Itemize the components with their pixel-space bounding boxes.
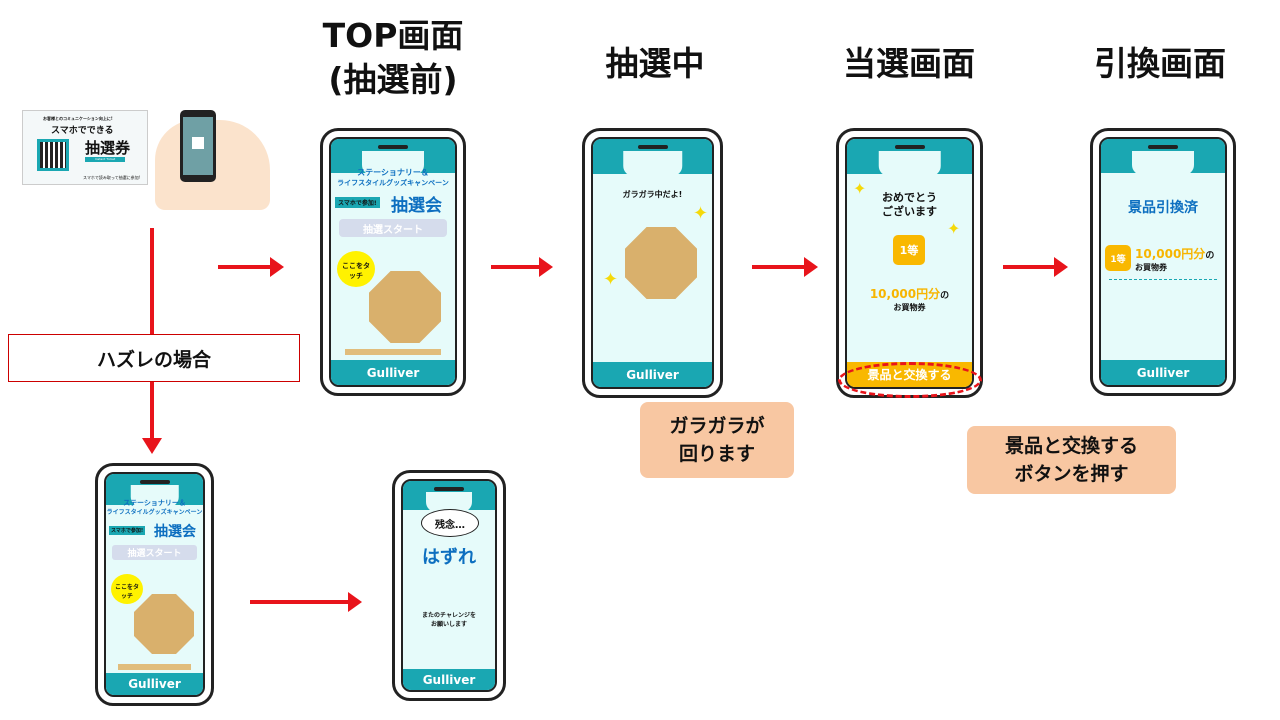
highlight-ellipse — [838, 362, 982, 398]
footer-logo: Gulliver — [331, 360, 455, 385]
congrats-line1: おめでとう — [882, 191, 937, 204]
lose-message1: またのチャレンジを — [422, 612, 476, 619]
divider — [1109, 279, 1217, 280]
phone-lose-screen: 残念… はずれ またのチャレンジをお願いします Gulliver — [392, 470, 506, 701]
title-top-sub: (抽選前) — [328, 60, 458, 99]
footer-logo: Gulliver — [1101, 360, 1225, 385]
callout-spin: ガラガラが 回ります — [640, 402, 794, 478]
drum-stand — [118, 664, 191, 670]
prize-suffix: の — [940, 291, 950, 301]
ticket-card: お客様とのコミュニケーション向上に! スマホでできる 抽選券 Instant T… — [22, 110, 148, 185]
notch — [434, 487, 464, 491]
lottery-drum-icon — [625, 227, 697, 299]
ticket-title1: スマホでできる — [51, 126, 114, 136]
sparkle-icon: ✦ — [853, 179, 867, 198]
phone-exchange-screen: 景品引換済 1等 10,000円分の お買物券 Gulliver — [1090, 128, 1236, 396]
start-button[interactable]: 抽選スタート — [112, 545, 197, 560]
phone-top-screen: ステーショナリー＆ ライフスタイルグッズキャンペーン スマホで参加! 抽選会 抽選… — [320, 128, 466, 396]
touch-bubble[interactable]: ここをタッチ — [111, 574, 143, 604]
sparkle-icon: ✦ — [947, 219, 961, 238]
notch — [1148, 145, 1178, 149]
prize-amount: 10,000円分 — [869, 287, 941, 301]
ticket-headline: お客様とのコミュニケーション向上に! — [43, 116, 113, 121]
lottery-drum-icon[interactable] — [134, 594, 194, 654]
qr-code-icon — [37, 139, 69, 171]
lottery-title: 抽選会 — [391, 196, 442, 216]
phone-win-screen: ✦ ✦ おめでとうございます 1等 10,000円分の お買物券 景品と交換する — [836, 128, 983, 398]
regret-bubble: 残念… — [421, 509, 479, 537]
prize-suffix: の — [1205, 251, 1215, 261]
campaign-line2: ライフスタイルグッズキャンペーン — [337, 179, 449, 187]
title-win: 当選画面 — [843, 44, 975, 83]
drum-stand — [345, 349, 441, 355]
badge: スマホで参加! — [335, 197, 380, 208]
rank-badge: 1等 — [893, 235, 925, 265]
rank-badge: 1等 — [1105, 245, 1131, 271]
lose-case-box: ハズレの場合 — [8, 334, 300, 382]
arrow-to-lose — [250, 592, 362, 612]
sparkle-icon: ✦ — [603, 269, 619, 290]
footer-logo: Gulliver — [403, 669, 495, 690]
prize-name: お買物券 — [893, 303, 926, 312]
callout-press: 景品と交換する ボタンを押す — [967, 426, 1176, 494]
exchanged-heading: 景品引換済 — [1128, 200, 1198, 216]
lose-result: はずれ — [422, 547, 476, 568]
arrow-to-drawing — [491, 257, 553, 277]
footer-logo: Gulliver — [593, 362, 712, 387]
footer-logo: Gulliver — [106, 672, 203, 695]
title-top: TOP画面 — [322, 16, 464, 55]
campaign-line2: ライフスタイルグッズキャンペーン — [106, 509, 203, 516]
ticket-tag: Instant Ticket — [85, 157, 125, 162]
lottery-drum-icon[interactable] — [369, 271, 441, 343]
notch — [139, 480, 170, 484]
touch-bubble[interactable]: ここをタッチ — [337, 251, 375, 287]
sparkle-icon: ✦ — [693, 203, 709, 224]
drawing-caption: ガラガラ中だよ! — [622, 190, 683, 199]
notch — [894, 145, 925, 149]
arrow-to-exchange — [1003, 257, 1068, 277]
campaign-line1: ステーショナリー＆ — [123, 499, 186, 507]
lottery-title: 抽選会 — [154, 524, 196, 540]
lose-branch-arrowhead — [142, 438, 162, 454]
title-drawing: 抽選中 — [605, 44, 705, 83]
congrats-line2: ございます — [882, 205, 937, 218]
start-button[interactable]: 抽選スタート — [339, 219, 447, 237]
phone-drawing-screen: ガラガラ中だよ! ✦ ✦ Gulliver — [582, 128, 723, 398]
arrow-to-win — [752, 257, 818, 277]
title-exchange: 引換画面 — [1094, 44, 1226, 83]
notch — [637, 145, 668, 149]
smartphone-icon — [180, 110, 216, 182]
campaign-line1: ステーショナリー＆ — [357, 168, 429, 177]
arrow-to-top — [218, 257, 284, 277]
badge: スマホで参加! — [109, 526, 146, 535]
phone-top-screen-lose-path: ステーショナリー＆ ライフスタイルグッズキャンペーン スマホで参加! 抽選会 抽選… — [95, 463, 214, 706]
notch — [378, 145, 408, 149]
lose-case-label: ハズレの場合 — [96, 348, 211, 371]
ticket-note: スマホで読み取って抽選に参加! — [83, 175, 141, 180]
ticket-title2: 抽選券 — [85, 139, 131, 157]
prize-amount: 10,000円分 — [1135, 247, 1206, 261]
lose-message2: お願いします — [430, 621, 467, 628]
prize-name: お買物券 — [1135, 263, 1167, 272]
